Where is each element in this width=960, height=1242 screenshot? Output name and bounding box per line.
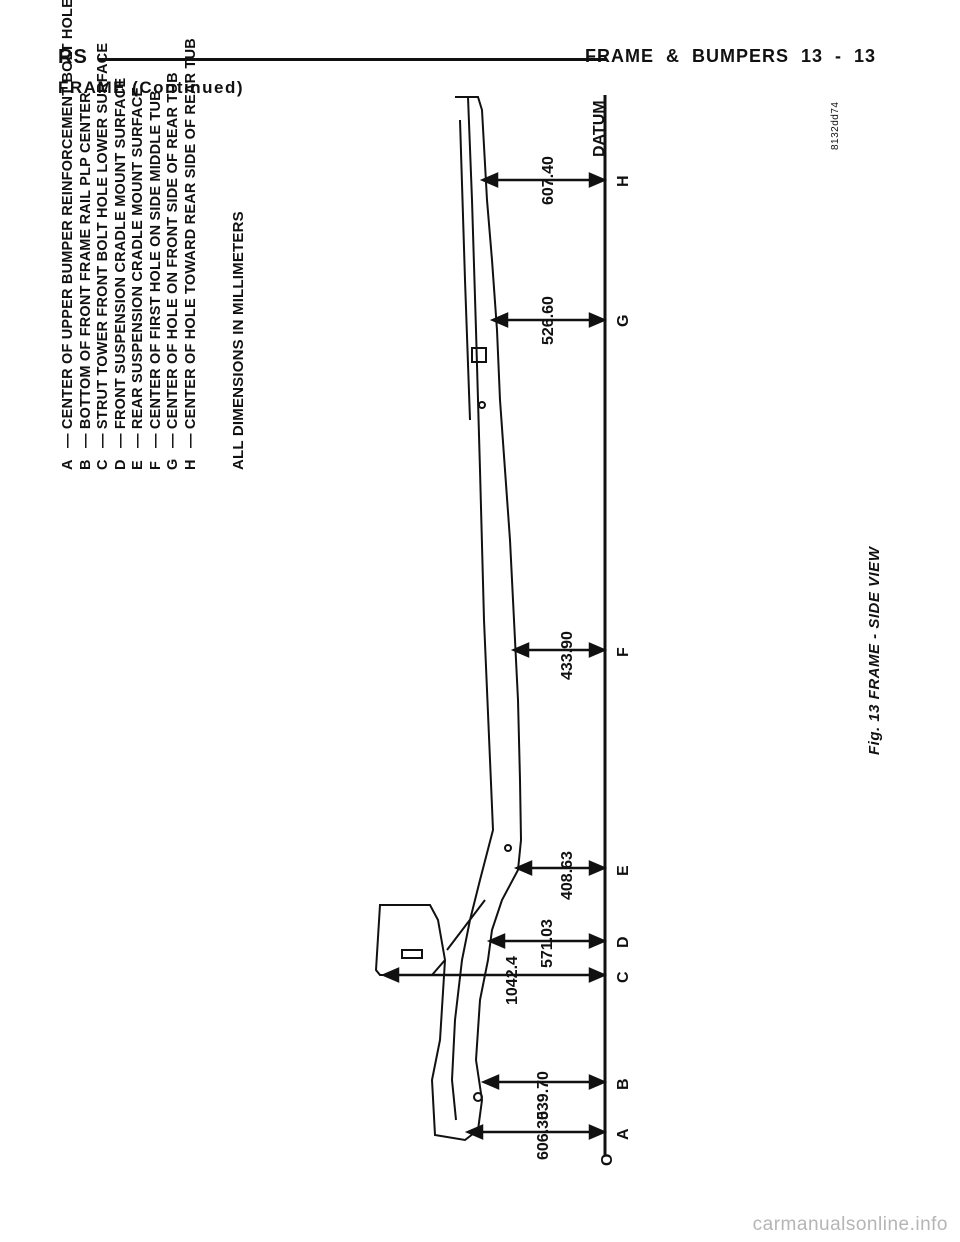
header-rule [98, 58, 606, 61]
dimension-value-d: 571.03 [539, 919, 556, 968]
figure-code: 8132dd74 [830, 101, 841, 151]
frame-rail-outline [374, 96, 523, 1142]
dimension-value-a: 606.30 [535, 1111, 552, 1160]
section-title: FRAME (Continued) [58, 78, 245, 97]
station-letters: A B C D E F G H O DATUM [591, 100, 632, 1166]
station-letter-c: C [615, 971, 632, 983]
station-letter-f: F [615, 647, 632, 657]
header-page-title: FRAME & BUMPERS 13 - 13 [584, 46, 876, 66]
station-letter-e: E [615, 865, 632, 876]
dimension-value-b: 539.70 [535, 1071, 552, 1120]
dimension-value-f: 433.90 [559, 631, 576, 680]
figure-caption: Fig. 13 FRAME - SIDE VIEW [866, 546, 883, 755]
dimension-value-c: 1042.4 [504, 956, 521, 1005]
dimension-values: 606.30 539.70 1042.4 571.03 408.63 433.9… [504, 156, 576, 1160]
station-letter-g: G [615, 315, 632, 327]
station-letter-d: D [615, 936, 632, 948]
header-section-code: RS [58, 46, 88, 68]
station-letter-a: A [615, 1128, 632, 1140]
footer-watermark-link[interactable]: carmanualsonline.info [752, 1214, 948, 1235]
datum-label: DATUM [591, 100, 608, 157]
station-letter-b: B [615, 1078, 632, 1090]
dimension-arrows [380, 172, 608, 1140]
origin-label: O [599, 1154, 616, 1166]
page-header: RS FRAME & BUMPERS 13 - 13 [58, 42, 876, 72]
station-letter-h: H [615, 175, 632, 187]
dimension-value-e: 408.63 [559, 851, 576, 900]
dimension-value-g: 526.60 [540, 296, 557, 345]
dimension-value-h: 607.40 [540, 156, 557, 205]
